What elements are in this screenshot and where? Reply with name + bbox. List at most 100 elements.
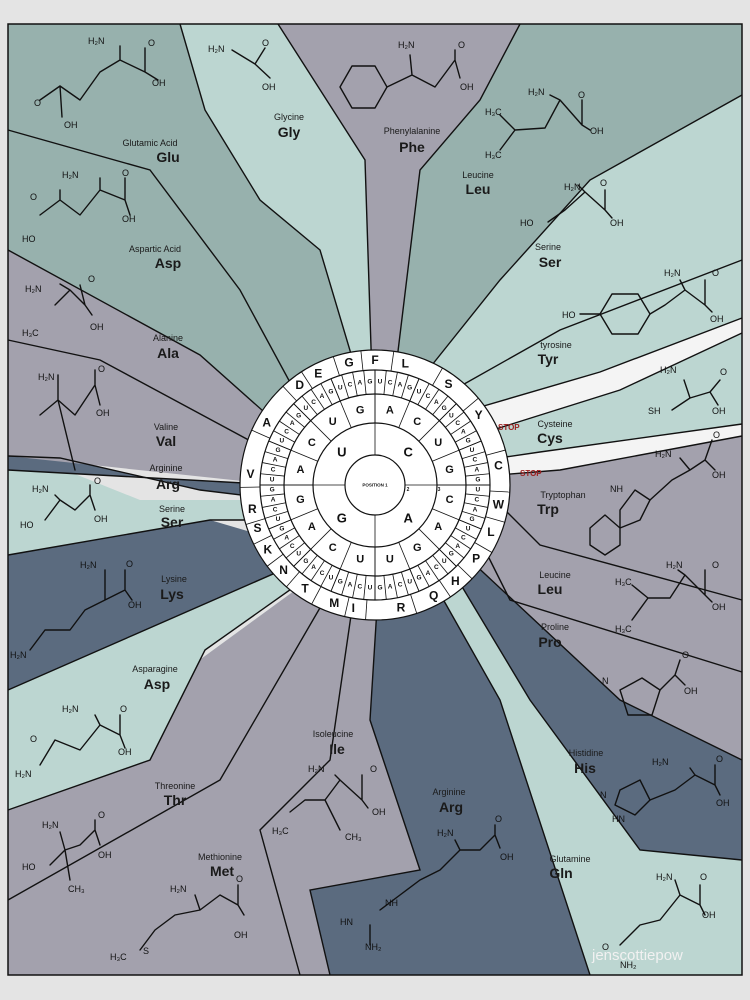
base-position-2: G	[413, 542, 422, 554]
wheel-third-line	[301, 395, 318, 415]
wheel-amino-line	[432, 367, 443, 386]
amino-acid-letter: M	[329, 596, 339, 610]
base-position-2: G	[296, 494, 305, 506]
svg-text:H₂N: H₂N	[564, 182, 581, 192]
amino-acid-letter: R	[397, 600, 406, 614]
svg-text:O: O	[88, 274, 95, 284]
svg-text:N: N	[600, 790, 607, 800]
svg-text:H₂N: H₂N	[666, 560, 683, 570]
base-position-3: C	[475, 497, 480, 504]
position-3-label: 3	[438, 487, 441, 493]
amino-acid-letter: E	[314, 367, 322, 381]
svg-text:OH: OH	[500, 852, 514, 862]
molecule-methionine: H₃C S H₂N O OH	[110, 874, 248, 962]
svg-text:Serine: Serine	[159, 504, 185, 514]
wheel-third-line	[465, 473, 490, 477]
svg-text:O: O	[700, 872, 707, 882]
amino-acid-letter: A	[262, 416, 271, 430]
base-position-3: A	[388, 583, 393, 590]
svg-text:O: O	[122, 168, 129, 178]
svg-text:OH: OH	[712, 470, 726, 480]
base-position-3: C	[461, 534, 466, 541]
svg-text:Lysine: Lysine	[161, 574, 187, 584]
base-position-3: G	[475, 476, 480, 483]
sector-lys	[8, 520, 305, 690]
wheel-third-line	[425, 560, 440, 581]
wheel-amino-line	[410, 594, 418, 614]
svg-text:H₂N: H₂N	[652, 757, 669, 767]
svg-text:O: O	[713, 430, 720, 440]
sector-ala	[8, 250, 290, 458]
base-position-3: G	[378, 584, 383, 591]
base-position-2: A	[308, 521, 316, 533]
molecule-serine-left: H₂N HO O OH	[20, 476, 108, 530]
base-position-3: U	[442, 558, 447, 565]
amino-acid-letter: S	[254, 521, 262, 535]
base-position-2: A	[296, 464, 304, 476]
svg-text:Aspartic Acid: Aspartic Acid	[129, 244, 181, 254]
sector-phe	[278, 24, 520, 378]
poster-border	[7, 23, 743, 976]
wheel-third-line	[264, 511, 289, 519]
svg-text:Gln: Gln	[549, 865, 572, 881]
wheel-third-line	[260, 473, 285, 477]
wheel-amino-line	[474, 542, 493, 553]
sector-asp-top	[8, 130, 305, 435]
svg-text:OH: OH	[610, 218, 624, 228]
sector-glu-join	[8, 24, 330, 410]
amino-acid-letter: L	[402, 357, 409, 371]
svg-text:HN: HN	[340, 917, 353, 927]
molecule-glycine: H₂N O OH	[208, 38, 276, 92]
svg-text:O: O	[495, 814, 502, 824]
wheel-third-line	[409, 568, 420, 592]
wheel-divisions	[240, 350, 510, 620]
base-position-3: U	[303, 405, 308, 412]
wheel-third-line	[352, 574, 358, 598]
base-position-3: U	[378, 379, 383, 386]
base-position-3: G	[367, 379, 372, 386]
svg-text:Pro: Pro	[538, 634, 561, 650]
svg-text:Asp: Asp	[144, 676, 170, 692]
wheel-amino-line	[301, 371, 313, 389]
svg-text:Gly: Gly	[278, 124, 301, 140]
svg-text:OH: OH	[684, 686, 698, 696]
svg-text:O: O	[126, 559, 133, 569]
base-position-3: A	[434, 399, 439, 406]
wheel-third-line	[445, 411, 465, 428]
base-position-2: U	[386, 554, 394, 566]
base-position-3: C	[271, 466, 276, 473]
base-position-3: G	[417, 575, 422, 582]
base-position-3: A	[320, 393, 325, 400]
base-position-2: C	[308, 437, 316, 449]
svg-text:SH: SH	[648, 406, 661, 416]
svg-text:Glycine: Glycine	[274, 112, 304, 122]
svg-text:Arginine: Arginine	[149, 463, 182, 473]
svg-text:Leucine: Leucine	[462, 170, 494, 180]
svg-text:CH₃: CH₃	[345, 832, 362, 842]
wheel-third-line	[432, 395, 449, 415]
base-position-2: U	[356, 554, 364, 566]
sector-tyr	[450, 260, 742, 410]
wheel-third-line	[401, 571, 409, 596]
watermark: jenscottiepow	[591, 947, 683, 964]
svg-text:O: O	[98, 810, 105, 820]
base-position-3: G	[466, 437, 471, 444]
wheel-amino-line	[282, 385, 297, 402]
svg-text:H₂N: H₂N	[170, 884, 187, 894]
svg-text:Ala: Ala	[157, 345, 179, 361]
base-position-3: G	[442, 405, 447, 412]
wheel-third-line	[392, 372, 398, 396]
svg-text:O: O	[712, 560, 719, 570]
wheel-third-line	[432, 555, 449, 575]
base-position-3: G	[449, 551, 454, 558]
svg-text:H₂N: H₂N	[32, 484, 49, 494]
svg-text:OH: OH	[90, 322, 104, 332]
amino-acid-letter: K	[264, 542, 273, 556]
wheel-third-line	[268, 519, 292, 530]
wheel-amino-line	[266, 553, 284, 567]
svg-text:OH: OH	[702, 910, 716, 920]
